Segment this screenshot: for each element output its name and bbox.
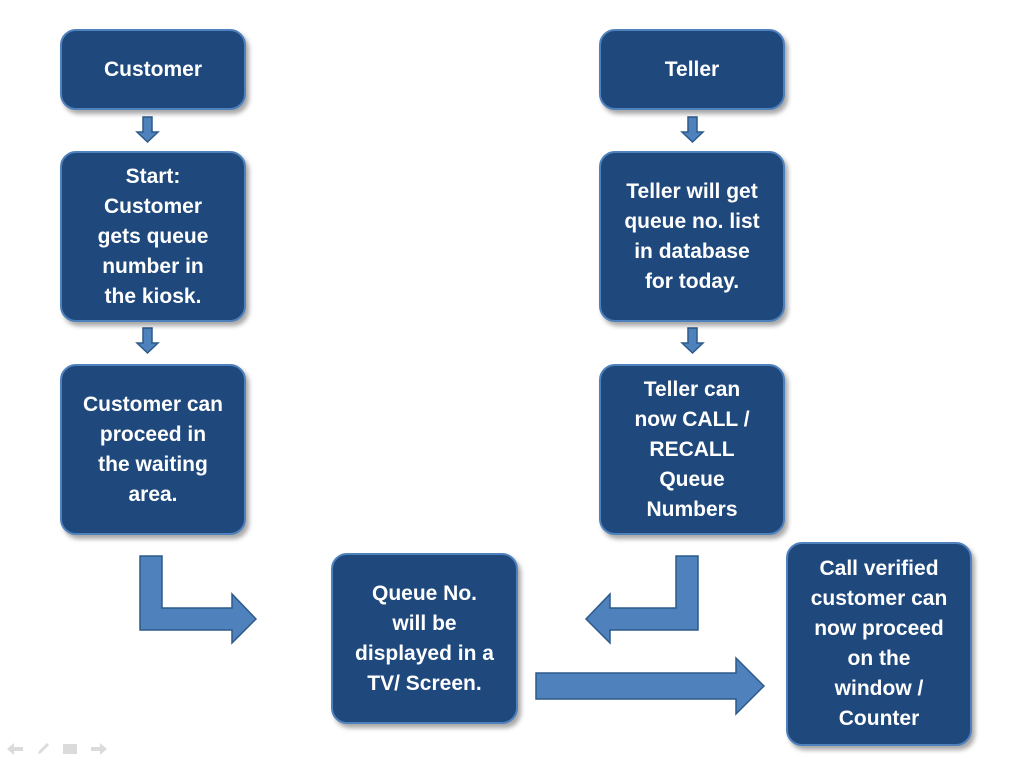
menu-icon[interactable] [62,743,78,755]
arrow-teller-to-list [680,116,705,144]
arrow-wait-to-display [139,555,258,645]
arrow-display-to-counter [535,656,766,716]
queue-display-node: Queue No. will be displayed in a TV/ Scr… [331,553,518,724]
slide-navigation [6,742,108,756]
teller-get-list-node: Teller will get queue no. list in databa… [599,151,785,322]
proceed-counter-node: Call verified customer can now proceed o… [786,542,972,746]
arrow-customer-to-start [135,116,160,144]
forward-arrow-icon[interactable] [90,742,108,756]
arrow-call-to-display [584,555,699,645]
teller-node: Teller [599,29,785,110]
teller-call-node: Teller can now CALL / RECALL Queue Numbe… [599,364,785,535]
customer-start-node: Start: Customer gets queue number in the… [60,151,246,322]
customer-wait-node: Customer can proceed in the waiting area… [60,364,246,535]
arrow-list-to-call [680,327,705,355]
pen-icon[interactable] [36,742,50,756]
customer-node: Customer [60,29,246,110]
back-arrow-icon[interactable] [6,742,24,756]
arrow-start-to-wait [135,327,160,355]
